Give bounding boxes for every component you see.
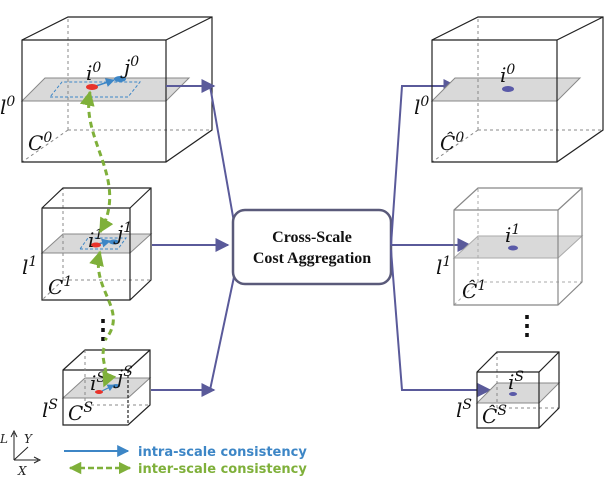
center-box-line1: Cross-Scale: [272, 229, 352, 246]
pixel-j-marker: [114, 76, 126, 82]
axis-l-label: L: [0, 432, 8, 446]
legend-inter-label: inter-scale consistency: [138, 462, 307, 477]
output-line-0: [390, 79, 458, 246]
output-line-s: [390, 249, 492, 397]
slice-label: l1: [22, 254, 37, 279]
legend-intra-label: intra-scale consistency: [138, 445, 307, 460]
pixel-i-label: i1: [505, 222, 520, 247]
pixel-i-label: iS: [90, 370, 106, 395]
volume-label: C0: [28, 130, 52, 155]
axes-icon: L X Y: [0, 429, 42, 478]
inter-scale-link-0-1: [79, 90, 114, 234]
pixel-j-label: j1: [113, 220, 132, 245]
volume-label: C1: [48, 274, 72, 299]
inter-scale-link-1-dots: [89, 250, 115, 341]
left-cube-0: i0 j0 l0 C0: [0, 16, 213, 163]
pixel-i-label: iS: [508, 369, 524, 394]
slice-label: l0: [414, 94, 429, 119]
ellipsis-right: ⋮: [514, 311, 540, 341]
slice-label: lS: [456, 397, 472, 422]
slice-label: l0: [0, 94, 15, 119]
pixel-i-marker: [86, 84, 98, 90]
left-cube-s: iS jS lS CS: [42, 349, 152, 426]
slice-plane: [20, 77, 191, 102]
pixel-hat-marker: [502, 86, 514, 92]
volume-label: Ĉ1: [462, 278, 486, 303]
input-line-0: [166, 85, 239, 246]
slice-label: l1: [436, 254, 451, 279]
slice-label: lS: [42, 397, 58, 422]
pixel-j-label: j0: [120, 54, 139, 79]
axis-y-label: Y: [24, 432, 33, 446]
pixel-i-label: i0: [86, 60, 101, 85]
pixel-j-label: jS: [113, 364, 133, 389]
volume-label: CS: [68, 400, 93, 425]
inter-scale-link-dots-s: [101, 347, 117, 388]
left-cube-1: i1 j1 l1 C1: [22, 187, 153, 301]
center-box-line2: Cost Aggregation: [253, 250, 371, 267]
pixel-i-label: i1: [88, 227, 103, 252]
right-cube-0: i0 l0 Ĉ0: [414, 16, 604, 163]
pixel-i-label: i0: [500, 62, 515, 87]
volume-label: ĈS: [482, 403, 507, 428]
right-cube-1: i1 l1 Ĉ1: [436, 187, 584, 306]
right-cube-s: iS lS ĈS: [456, 351, 561, 429]
input-line-s: [151, 257, 239, 391]
axis-x-label: X: [17, 464, 27, 478]
cross-scale-box: Cross-Scale Cost Aggregation: [231, 208, 393, 286]
volume-label: Ĉ0: [440, 130, 464, 155]
legend: intra-scale consistency inter-scale cons…: [64, 445, 307, 477]
